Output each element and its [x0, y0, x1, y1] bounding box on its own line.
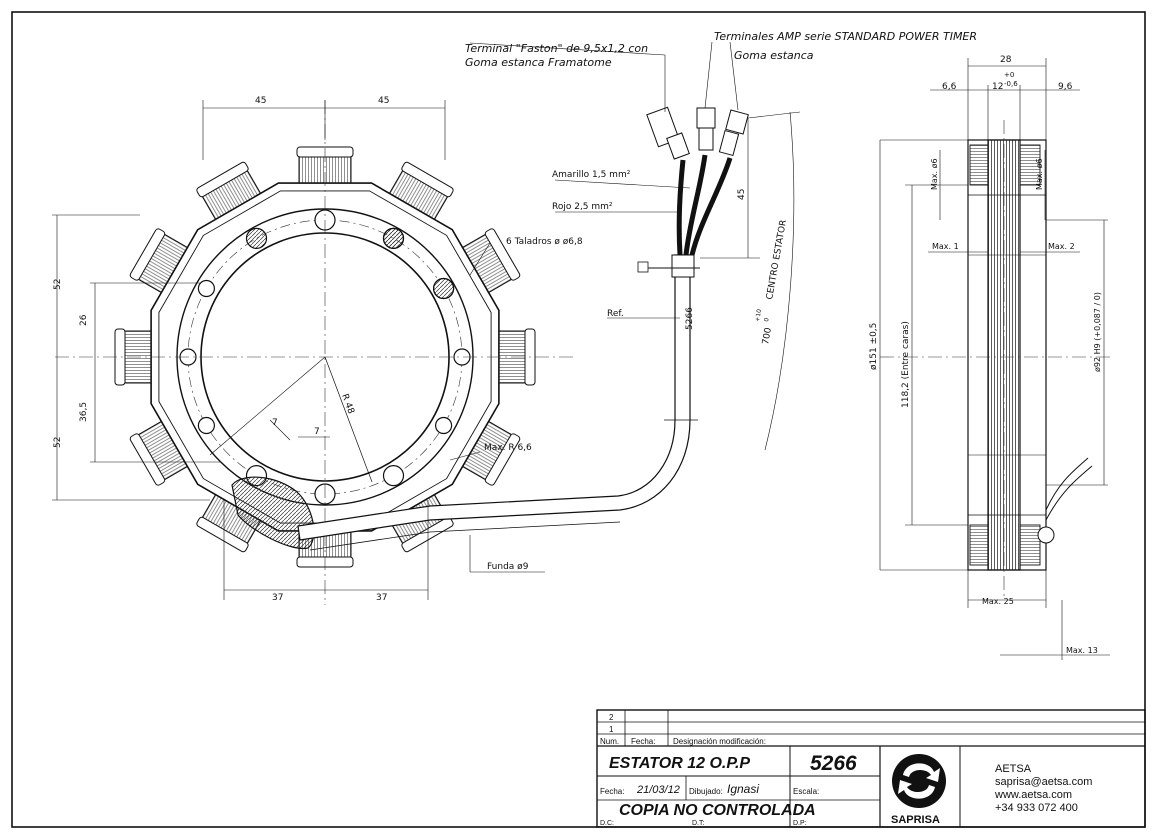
stator-coil: [387, 161, 454, 224]
title-block: [596, 709, 1146, 828]
rev-row-2: 2: [609, 713, 614, 722]
dc-label: D.C:: [600, 820, 614, 827]
side-cable-clamp: [1037, 526, 1055, 544]
front-view-dimensions: [52, 41, 801, 600]
fecha-label: Fecha:: [600, 787, 624, 796]
stator-coil: [458, 228, 521, 295]
cable-clamp: [671, 254, 695, 278]
logo-text: SAPRISA: [891, 814, 940, 826]
funda-label: Funda ø9: [487, 562, 529, 572]
amp-callout-line2: Goma estanca: [734, 49, 814, 62]
part-number: 5266: [810, 752, 857, 775]
dim-seven-b: 7: [314, 427, 320, 437]
dim-side-max-d6-right: Max. ø6: [1035, 158, 1044, 190]
mounting-hole: [197, 279, 215, 298]
side-coil-bottom-left: [969, 524, 989, 566]
stator-coil: [196, 490, 263, 553]
faston-terminal: [646, 106, 690, 160]
escala-label: Escala:: [793, 787, 819, 796]
rev-header-num: Num.: [600, 737, 619, 746]
faston-callout-line2: Goma estanca Framatome: [465, 56, 612, 69]
wire-1: [676, 159, 686, 256]
side-coil-bottom-right: [1019, 524, 1041, 566]
rev-header-designacion: Designación modificación:: [673, 737, 766, 746]
dim-seven-a: 7: [272, 418, 278, 428]
stator-front-view: R 48: [55, 100, 749, 605]
centro-estator-label: CENTRO ESTATOR: [765, 219, 789, 300]
side-cable-exit: [1045, 457, 1093, 521]
dim-left-52-top: 52: [53, 279, 63, 290]
cable-sheath-inner: [309, 521, 621, 551]
dim-bottom-left: 37: [272, 593, 283, 603]
dibujado-value: Ignasi: [727, 782, 759, 796]
dim-bottom-right: 37: [376, 593, 387, 603]
dim-left-26: 26: [79, 314, 89, 326]
dim-side-max-25: Max. 25: [982, 597, 1014, 606]
dt-label: D.T:: [692, 820, 705, 827]
dim-side-6-6: 6,6: [942, 82, 957, 92]
rev-row-1: 1: [609, 725, 614, 734]
company-web: www.aetsa.com: [994, 789, 1072, 801]
stator-side-view: [880, 120, 1110, 600]
rojo-label: Rojo 2,5 mm²: [552, 202, 613, 212]
saprisa-logo: [892, 754, 946, 808]
drawing-title: ESTATOR 12 O.P.P: [609, 755, 750, 772]
dim-side-28: 28: [1000, 55, 1012, 65]
dim-cable-700-tol-bot: 0: [763, 317, 771, 322]
fecha-value: 21/03/12: [636, 784, 680, 796]
company-phone: +34 933 072 400: [995, 802, 1078, 814]
dim-side-max-2: Max. 2: [1048, 242, 1075, 251]
dim-top-right: 45: [378, 96, 389, 106]
dim-cable-700-tol-top: +10: [754, 308, 763, 322]
dim-cable-45: 45: [737, 189, 747, 200]
wire-3: [689, 157, 733, 256]
cable-clamp-tab-end: [637, 261, 649, 273]
dim-side-12-tol-top: +0: [1004, 71, 1014, 79]
ref-number-label: 5266: [685, 307, 695, 330]
company-name: AETSA: [995, 763, 1032, 775]
dim-left-36-5: 36,5: [79, 402, 89, 422]
side-coil-top-left: [969, 144, 989, 186]
dim-left-52-bottom: 52: [53, 437, 63, 448]
mounting-hole: [382, 465, 405, 487]
sheet-border: [11, 11, 1146, 828]
mounting-hole: [435, 416, 453, 435]
ref-label: Ref.: [607, 309, 624, 319]
dim-side-12-tol-bot: -0,6: [1004, 80, 1018, 88]
amp-terminal-2: [718, 109, 749, 157]
company-email: saprisa@aetsa.com: [995, 776, 1092, 788]
amp-terminal-1: [696, 107, 716, 151]
copia-no-controlada: COPIA NO CONTROLADA: [619, 802, 816, 819]
dim-side-9-6: 9,6: [1058, 82, 1073, 92]
dim-side-118-2: 118,2 (Entre caras): [901, 321, 911, 408]
mounting-hole: [197, 416, 215, 435]
radius-leader-2: [209, 356, 326, 456]
max-r-label: Max. R 6,6: [484, 443, 532, 453]
wire-2: [683, 154, 708, 256]
taladros-label: 6 Taladros ø ø6,8: [506, 237, 583, 247]
rev-header-fecha: Fecha:: [631, 737, 655, 746]
dim-side-dia-151: ø151 ±0,5: [869, 323, 879, 370]
side-view-dimensions: [879, 58, 1110, 660]
stator-coil: [196, 161, 263, 224]
dim-side-12: 12: [992, 82, 1003, 92]
side-coil-top-right: [1019, 144, 1041, 186]
mounting-holes: [179, 209, 471, 505]
radius-line: [324, 356, 373, 483]
dim-side-max-13: Max. 13: [1066, 646, 1098, 655]
dim-top-left: 45: [255, 96, 266, 106]
amarillo-label: Amarillo 1,5 mm²: [552, 170, 631, 180]
dim-side-max-d6-left: Max. ø6: [930, 158, 939, 190]
dp-label: D.P:: [793, 820, 807, 827]
dim-side-max-1: Max. 1: [932, 242, 959, 251]
rivet-hole: [433, 277, 455, 300]
dim-cable-700: 700: [761, 327, 774, 346]
amp-callout-line1: Terminales AMP serie STANDARD POWER TIME…: [714, 30, 977, 43]
dim-side-dia-92: ø92 H9 (+0,087 / 0): [1093, 292, 1102, 372]
rivet-hole: [382, 227, 405, 249]
dibujado-label: Dibujado:: [689, 787, 723, 796]
faston-callout-line1: Terminal "Faston" de 9,5x1,2 con: [465, 42, 648, 55]
rivet-hole: [245, 227, 268, 249]
